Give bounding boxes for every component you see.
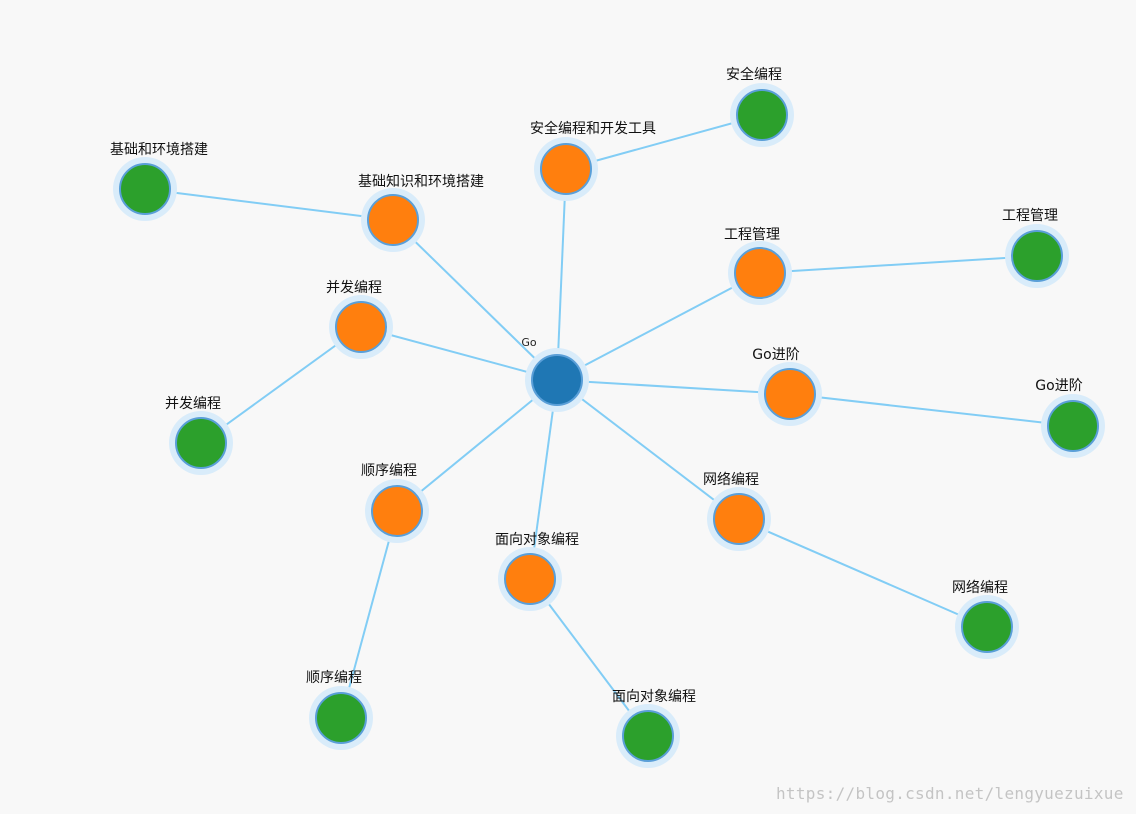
node-label: 面向对象编程 xyxy=(495,532,579,548)
node-circle-branch[interactable] xyxy=(367,194,419,246)
node-label: Go进阶 xyxy=(1035,378,1082,394)
node-circle-leaf[interactable] xyxy=(315,692,367,744)
node-circle-branch[interactable] xyxy=(335,301,387,353)
node-circle-branch[interactable] xyxy=(371,485,423,537)
edge-go-b-basic xyxy=(392,219,558,381)
node-b-eng[interactable]: 工程管理 xyxy=(724,227,792,305)
edge-go-b-oop xyxy=(529,379,558,580)
edge-b-adv-l-adv xyxy=(789,393,1074,427)
node-l-eng[interactable]: 工程管理 xyxy=(1002,208,1069,288)
node-circle-branch[interactable] xyxy=(764,368,816,420)
node-circle-leaf[interactable] xyxy=(175,417,227,469)
edge-b-basic-l-basic xyxy=(144,188,394,221)
edge-layer xyxy=(144,114,1074,737)
node-label: 面向对象编程 xyxy=(612,689,696,705)
node-label: 工程管理 xyxy=(724,227,780,243)
node-label: 安全编程和开发工具 xyxy=(530,120,656,137)
node-b-sec[interactable]: 安全编程和开发工具 xyxy=(530,120,656,201)
node-label: Go xyxy=(521,336,537,349)
node-circle-leaf[interactable] xyxy=(736,89,788,141)
node-go[interactable]: Go xyxy=(521,336,589,412)
node-circle-leaf[interactable] xyxy=(119,163,171,215)
node-label: 并发编程 xyxy=(326,280,382,296)
node-circle-branch[interactable] xyxy=(734,247,786,299)
node-l-seq[interactable]: 顺序编程 xyxy=(306,670,373,750)
edge-go-b-eng xyxy=(556,272,761,381)
node-circle-branch[interactable] xyxy=(713,493,765,545)
node-b-conc[interactable]: 并发编程 xyxy=(326,280,393,359)
edge-b-eng-l-eng xyxy=(759,255,1038,274)
edge-go-b-net xyxy=(556,379,740,520)
node-circle-leaf[interactable] xyxy=(961,601,1013,653)
node-l-conc[interactable]: 并发编程 xyxy=(165,396,233,475)
edge-b-seq-l-seq xyxy=(340,510,398,719)
node-label: Go进阶 xyxy=(752,347,799,363)
node-b-seq[interactable]: 顺序编程 xyxy=(361,463,429,543)
edge-go-b-sec xyxy=(556,168,567,381)
edge-b-conc-l-conc xyxy=(200,326,362,444)
node-label: 网络编程 xyxy=(952,580,1008,596)
node-label: 并发编程 xyxy=(165,396,221,412)
node-label: 基础和环境搭建 xyxy=(110,141,208,158)
node-l-basic[interactable]: 基础和环境搭建 xyxy=(110,141,208,221)
node-b-oop[interactable]: 面向对象编程 xyxy=(495,532,579,611)
edge-go-b-conc xyxy=(360,326,558,381)
node-label: 安全编程 xyxy=(726,66,782,83)
node-b-basic[interactable]: 基础知识和环境搭建 xyxy=(358,173,484,252)
node-circle-root[interactable] xyxy=(531,354,583,406)
node-label: 顺序编程 xyxy=(306,670,362,686)
node-l-net[interactable]: 网络编程 xyxy=(952,580,1019,659)
node-label: 工程管理 xyxy=(1002,208,1058,224)
node-circle-branch[interactable] xyxy=(504,553,556,605)
node-b-net[interactable]: 网络编程 xyxy=(703,472,771,551)
node-l-oop[interactable]: 面向对象编程 xyxy=(612,689,696,768)
edge-go-b-adv xyxy=(556,379,791,395)
node-l-adv[interactable]: Go进阶 xyxy=(1035,378,1105,458)
edge-b-net-l-net xyxy=(738,518,988,628)
node-circle-leaf[interactable] xyxy=(1011,230,1063,282)
node-l-sec[interactable]: 安全编程 xyxy=(726,66,794,147)
edge-b-oop-l-oop xyxy=(529,578,649,737)
edge-b-sec-l-sec xyxy=(565,114,763,170)
node-circle-leaf[interactable] xyxy=(622,710,674,762)
edge-go-b-seq xyxy=(396,379,558,512)
node-label: 基础知识和环境搭建 xyxy=(358,173,484,190)
watermark-url: https://blog.csdn.net/lengyuezuixue xyxy=(776,784,1124,803)
node-label: 网络编程 xyxy=(703,472,759,488)
node-circle-branch[interactable] xyxy=(540,143,592,195)
node-b-adv[interactable]: Go进阶 xyxy=(752,347,822,426)
node-circle-leaf[interactable] xyxy=(1047,400,1099,452)
node-layer: Go基础知识和环境搭建安全编程和开发工具工程管理并发编程Go进阶顺序编程网络编程… xyxy=(110,66,1105,768)
node-label: 顺序编程 xyxy=(361,463,417,479)
